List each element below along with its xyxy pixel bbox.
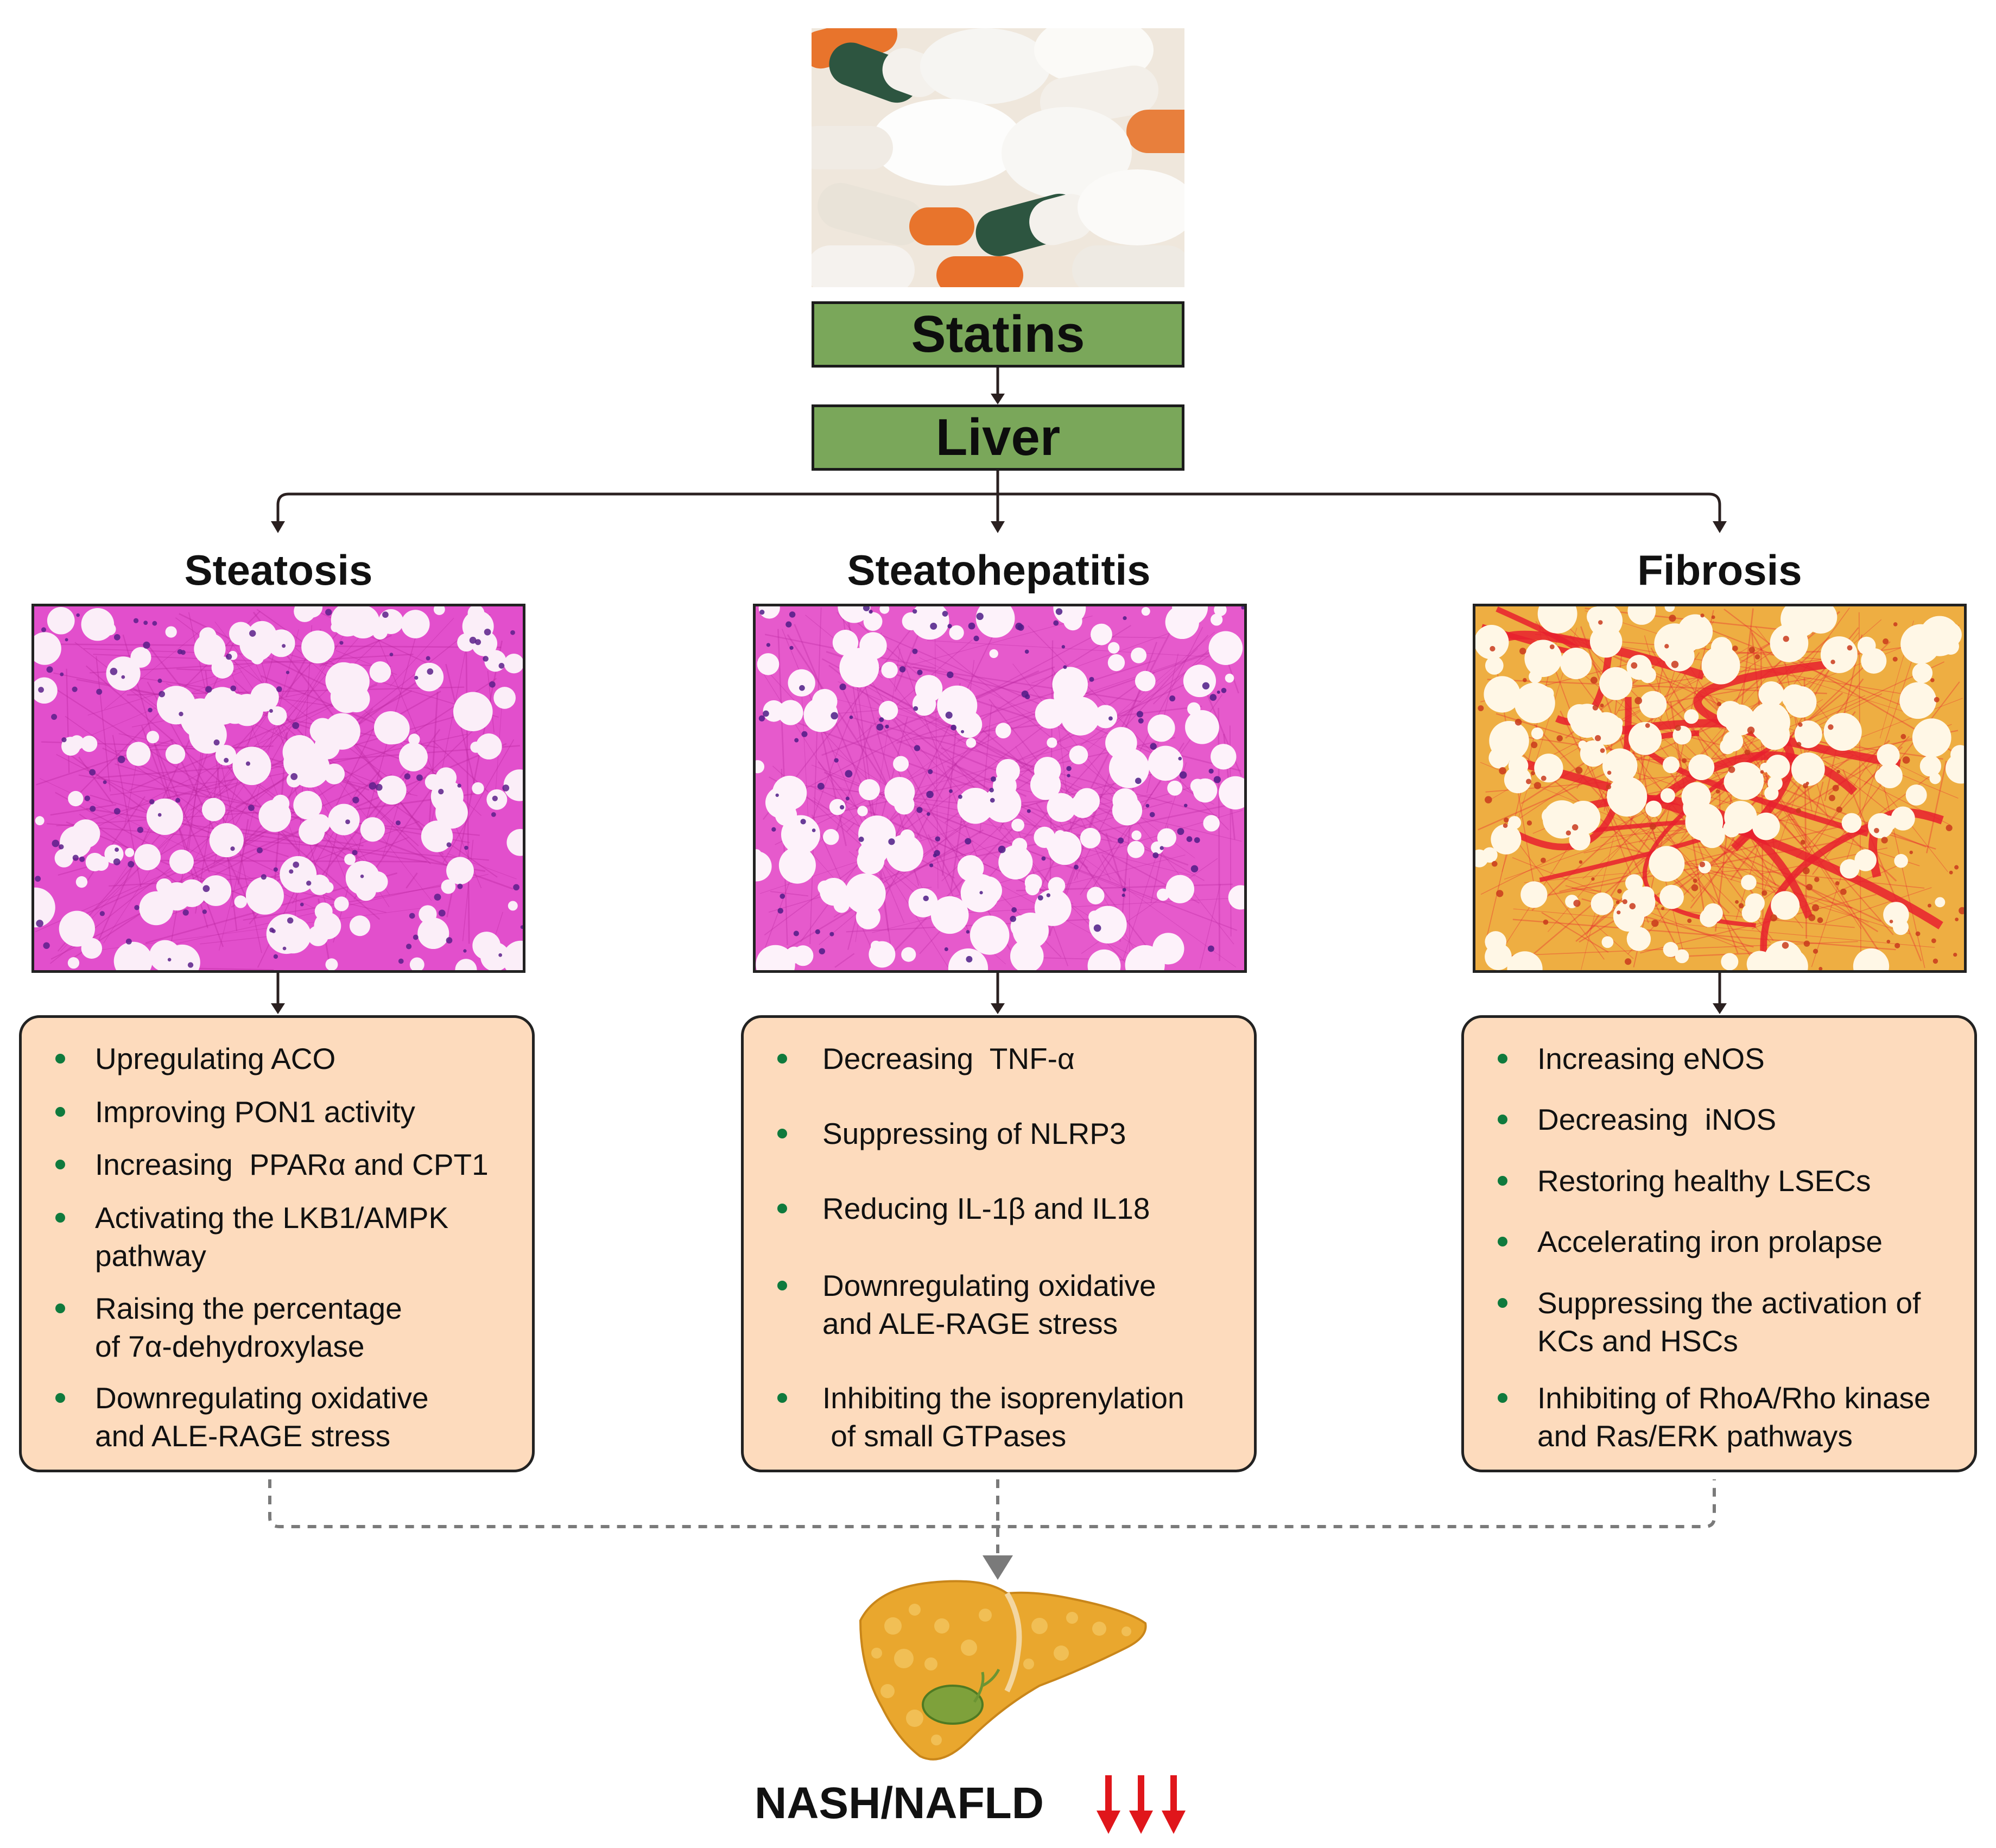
bullet-icon: [55, 1213, 65, 1223]
item-text: Inhibiting of RhoA/Rho kinase and Ras/ER…: [1537, 1381, 1931, 1453]
pills-photo: [812, 28, 1184, 287]
bullet-icon: [1498, 1237, 1507, 1246]
item-text: Decreasing iNOS: [1537, 1103, 1777, 1136]
pills-illustration: [812, 28, 1184, 287]
item-text: Activating the LKB1/AMPK pathway: [95, 1201, 449, 1273]
outcome-label: NASH/NAFLD: [755, 1779, 1044, 1828]
bullet-icon: [55, 1303, 65, 1313]
bullet-icon: [777, 1204, 787, 1213]
bullet-icon: [55, 1107, 65, 1117]
bullet-icon: [55, 1393, 65, 1403]
bullet-icon: [55, 1160, 65, 1169]
bullet-icon: [777, 1393, 787, 1403]
bullet-icon: [1498, 1298, 1507, 1308]
item-text: Downregulating oxidative and ALE-RAGE st…: [95, 1381, 429, 1453]
item-text: Accelerating iron prolapse: [1537, 1225, 1883, 1258]
fibrosis-micrograph: [1473, 604, 1967, 973]
item-text: Raising the percentage of 7α-dehydroxyla…: [95, 1292, 402, 1363]
bullet-icon: [1498, 1054, 1507, 1064]
item-text: Suppressing of NLRP3: [822, 1117, 1126, 1150]
item-text: Improving PON1 activity: [95, 1095, 415, 1129]
heading-fibrosis: Fibrosis: [1637, 546, 1802, 594]
item-text: Inhibiting the isoprenylation of small G…: [822, 1381, 1184, 1453]
bullet-icon: [55, 1054, 65, 1064]
item-text: Reducing IL-1β and IL18: [822, 1192, 1150, 1225]
liver-label: Liver: [935, 408, 1061, 466]
item-text: Increasing eNOS: [1537, 1042, 1765, 1075]
steatosis-tissue: [34, 606, 523, 970]
item-text: Suppressing the activation of KCs and HS…: [1537, 1286, 1921, 1358]
liver-node: Liver: [812, 404, 1184, 471]
fatty-liver-icon: [859, 1580, 1147, 1761]
bullet-icon: [777, 1054, 787, 1064]
item-text: Restoring healthy LSECs: [1537, 1164, 1871, 1198]
item-text: Decreasing TNF-α: [822, 1042, 1075, 1075]
steatohepatitis-tissue: [756, 606, 1244, 970]
steatosis-micrograph: [31, 604, 525, 973]
heading-steatohepatitis: Steatohepatitis: [847, 546, 1151, 594]
bullet-icon: [1498, 1115, 1507, 1124]
bullet-icon: [777, 1129, 787, 1138]
steatohepatitis-micrograph: [753, 604, 1247, 973]
fibrosis-mechanisms-box: Increasing eNOS Decreasing iNOS Restorin…: [1461, 1015, 1977, 1472]
item-text: Downregulating oxidative and ALE-RAGE st…: [822, 1269, 1156, 1340]
statins-label: Statins: [911, 305, 1085, 363]
bullet-icon: [1498, 1176, 1507, 1186]
statins-node: Statins: [812, 301, 1184, 368]
heading-steatosis: Steatosis: [184, 546, 373, 594]
bullet-icon: [1498, 1393, 1507, 1403]
steatohepatitis-mechanisms-box: Decreasing TNF-α Suppressing of NLRP3 Re…: [741, 1015, 1257, 1472]
item-text: Upregulating ACO: [95, 1042, 336, 1075]
fibrosis-tissue: [1475, 606, 1964, 970]
bullet-icon: [777, 1281, 787, 1290]
steatosis-mechanisms-box: Upregulating ACO Improving PON1 activity…: [19, 1015, 535, 1472]
item-text: Increasing PPARα and CPT1: [95, 1148, 489, 1181]
